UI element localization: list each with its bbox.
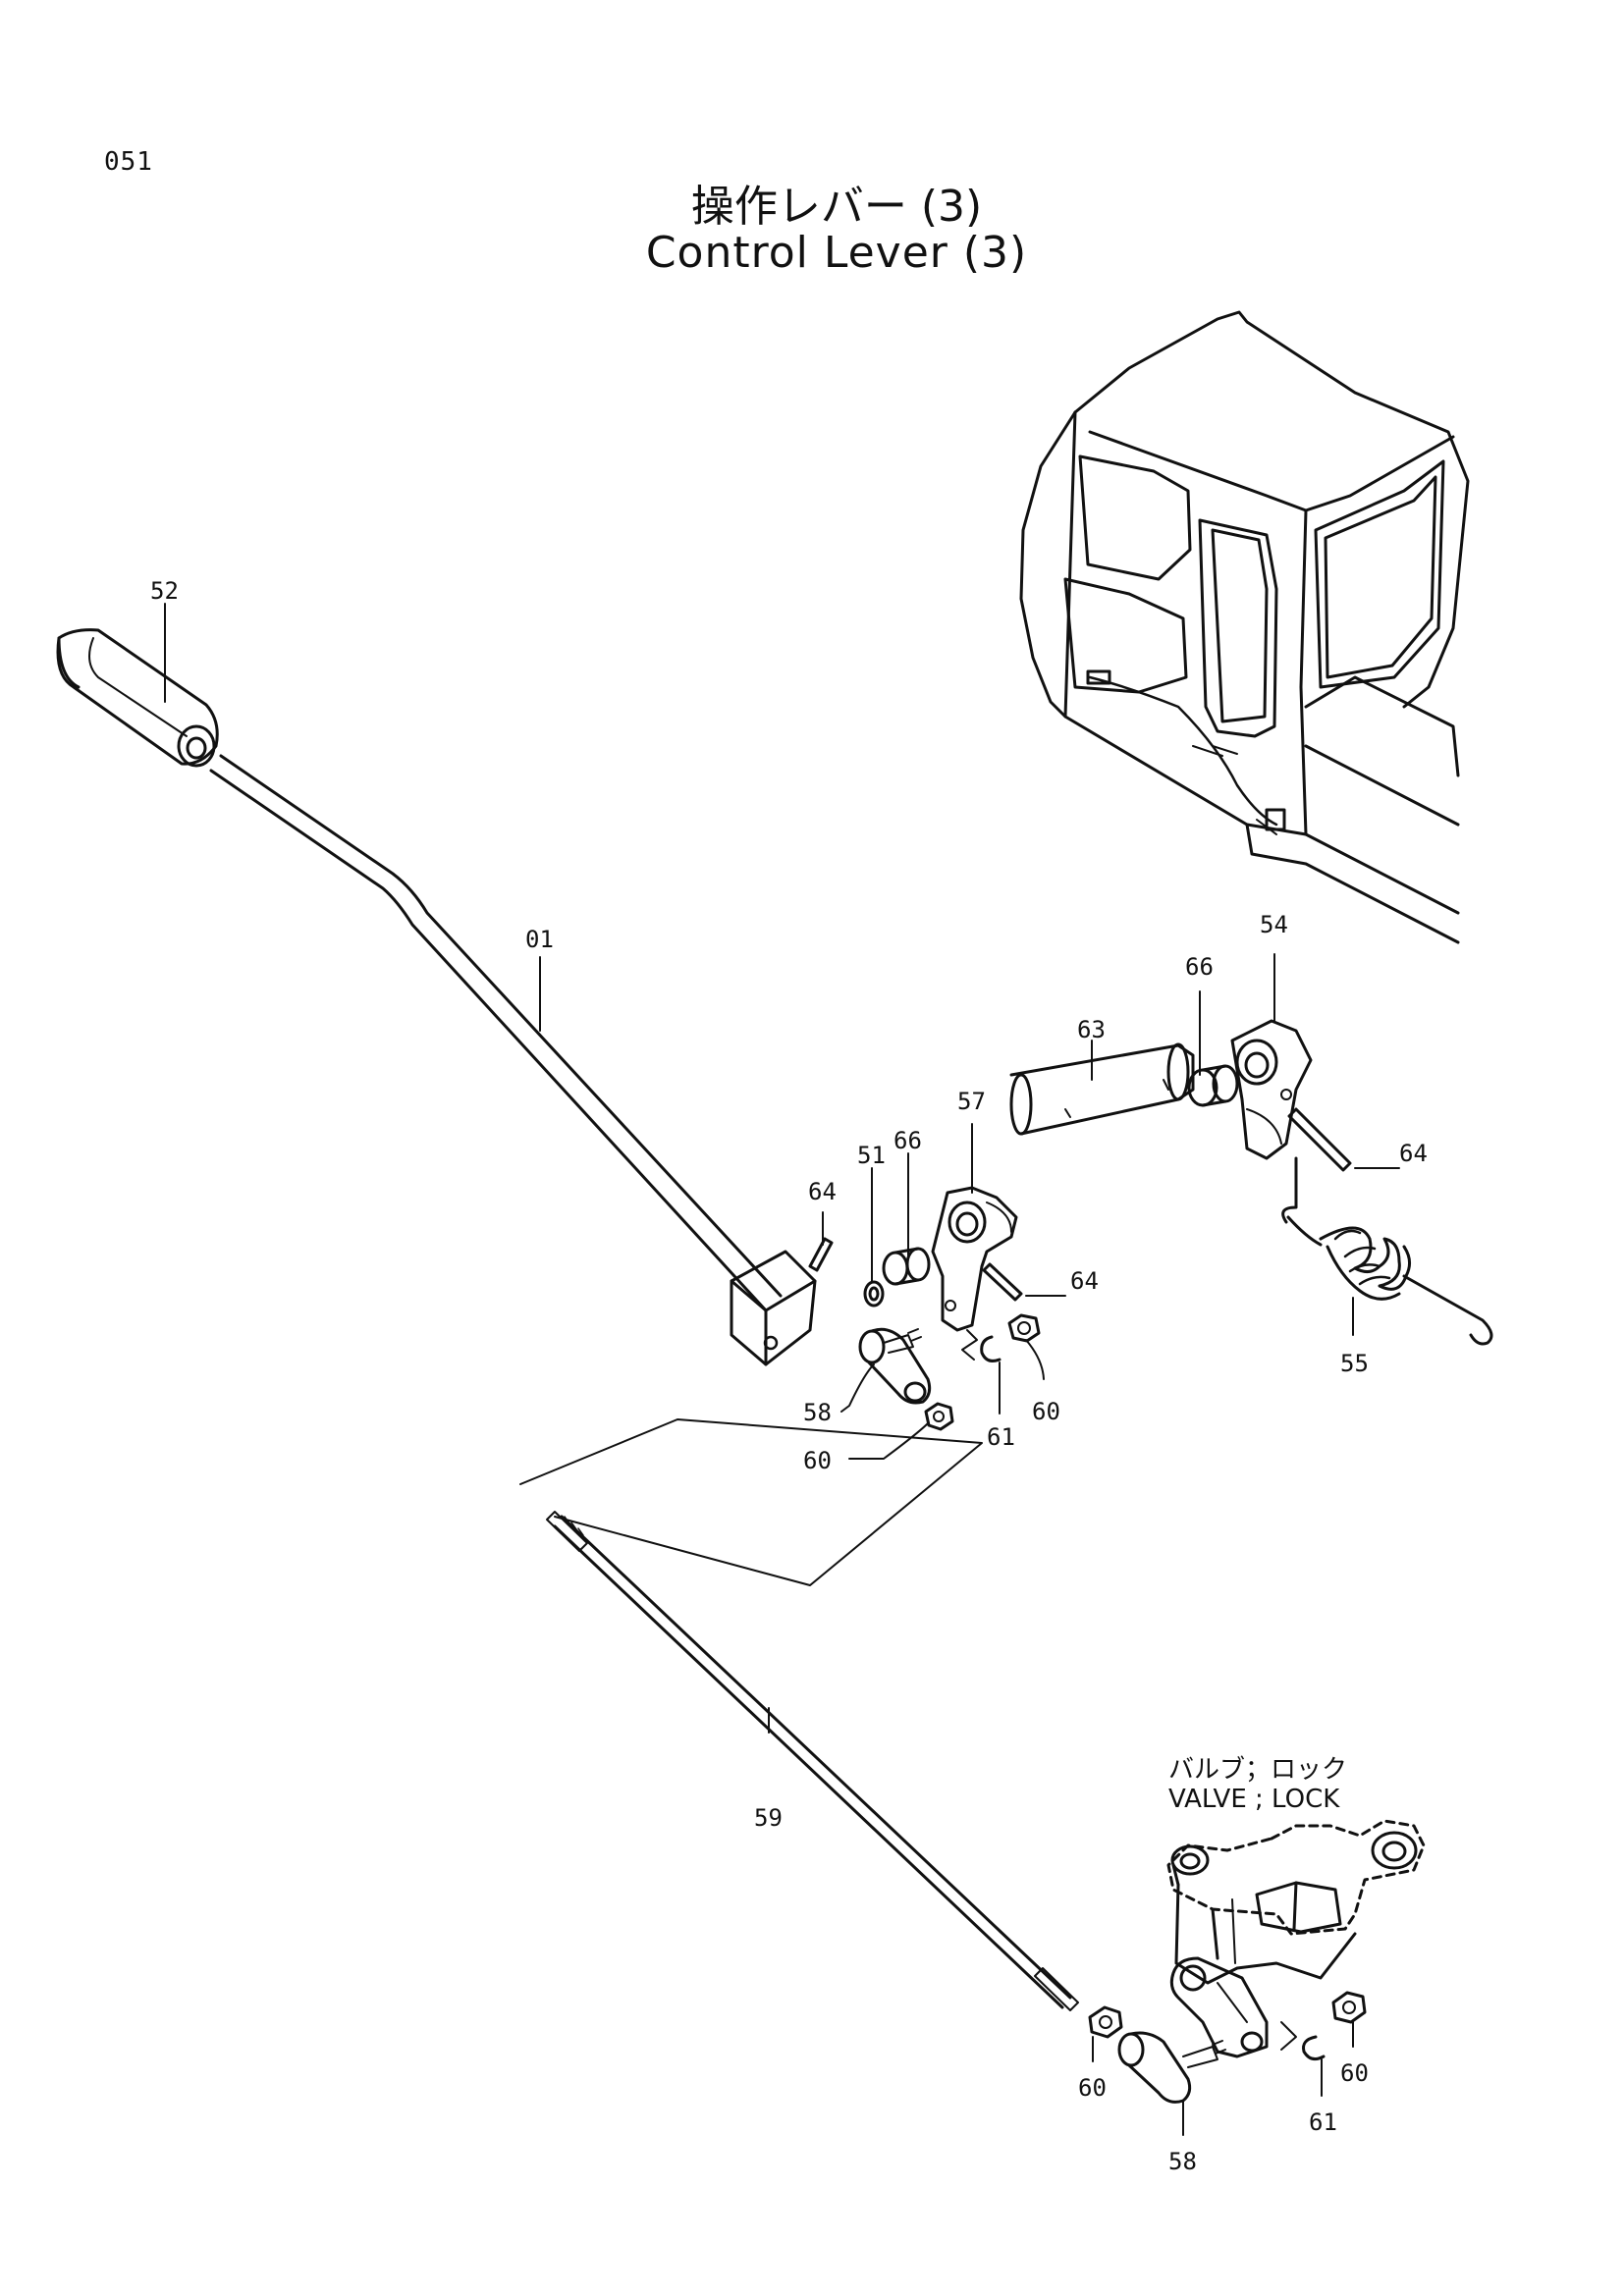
callout-60-valve: 60 xyxy=(1340,2059,1369,2087)
valve-lock-label-jp: バルブ；ロック xyxy=(1168,1755,1348,1785)
pin-64-middle xyxy=(982,1262,1042,1302)
callout-61-upper: 61 xyxy=(987,1423,1015,1451)
page-number: 051 xyxy=(104,147,153,177)
callout-52: 52 xyxy=(150,577,179,605)
callout-54: 54 xyxy=(1260,911,1288,938)
callout-58-lower: 58 xyxy=(1168,2148,1197,2175)
callout-51: 51 xyxy=(857,1142,886,1169)
nut-60-rod xyxy=(1088,2005,1123,2039)
lever-valve-arm xyxy=(1169,1956,1269,2058)
callout-64-middle: 64 xyxy=(1070,1267,1099,1295)
callout-55: 55 xyxy=(1340,1350,1369,1377)
callout-58-upper: 58 xyxy=(803,1399,832,1426)
cab-illustration xyxy=(1019,310,1470,944)
callout-64-left: 64 xyxy=(808,1178,837,1205)
title-japanese: 操作レバー (3) xyxy=(690,182,983,232)
callout-66-mid: 66 xyxy=(893,1127,922,1154)
callout-66-upper: 66 xyxy=(1185,953,1214,981)
callout-60-rod: 60 xyxy=(1078,2074,1107,2102)
bushing-66-upper xyxy=(1187,1064,1239,1107)
callout-60-upper: 60 xyxy=(1032,1398,1060,1425)
valve-lock-label-en: VALVE ; LOCK xyxy=(1168,1785,1340,1814)
lever-57 xyxy=(931,1186,1018,1332)
lock-valve xyxy=(1166,1819,1426,1985)
spring-55 xyxy=(1281,1156,1493,1346)
pin-64-left xyxy=(808,1237,834,1272)
callout-63: 63 xyxy=(1077,1016,1106,1043)
pin-64-right xyxy=(1287,1107,1380,1172)
nut-60-lower xyxy=(924,1402,954,1431)
callout-64-right: 64 xyxy=(1399,1140,1428,1167)
callout-numbers: 52 01 54 66 63 57 66 51 64 64 64 55 58 6… xyxy=(150,577,1428,2175)
lever-54 xyxy=(1230,1019,1313,1160)
callout-57: 57 xyxy=(957,1088,986,1115)
bushing-66-mid xyxy=(882,1247,931,1286)
callout-01: 01 xyxy=(525,926,554,953)
rod-end-58-lower xyxy=(1117,2031,1226,2104)
callout-61-lower: 61 xyxy=(1309,2109,1337,2136)
title-english: Control Lever (3) xyxy=(645,228,1028,278)
clip-61-upper xyxy=(961,1329,1001,1362)
washer-51 xyxy=(863,1280,885,1308)
nut-60-valve xyxy=(1331,1991,1367,2024)
leader-lines xyxy=(164,603,1400,2136)
callout-60-lower-centre: 60 xyxy=(803,1447,832,1474)
control-lever-rod xyxy=(209,754,817,1366)
reference-outline xyxy=(519,1418,983,1586)
rod-59 xyxy=(546,1511,1079,2011)
nut-60-upper xyxy=(1007,1313,1041,1343)
callout-59: 59 xyxy=(754,1804,783,1832)
rod-end-58-upper xyxy=(858,1327,932,1405)
shaft-63 xyxy=(1009,1042,1195,1136)
grip-52 xyxy=(56,628,219,768)
clip-61-lower xyxy=(1280,2021,1326,2061)
